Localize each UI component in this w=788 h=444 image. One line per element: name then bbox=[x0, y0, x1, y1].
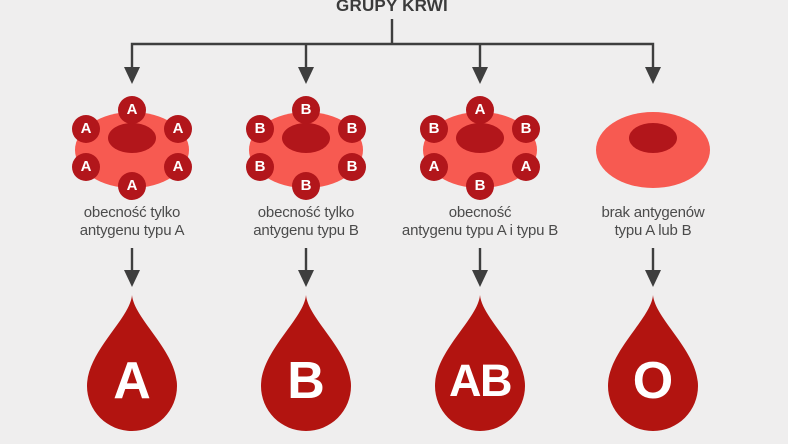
group-description: obecność tylko antygenu typu B bbox=[211, 204, 401, 240]
antigen-badge: B bbox=[246, 153, 274, 181]
group-description: obecność antygenu typu A i typu B bbox=[385, 204, 575, 240]
page-title: GRUPY KRWI bbox=[336, 0, 448, 15]
antigen-badge: A bbox=[466, 96, 494, 124]
cell-core bbox=[456, 123, 504, 153]
antigen-badge: B bbox=[420, 115, 448, 143]
blood-drop-icon: AB bbox=[430, 293, 530, 433]
group-description: brak antygenów typu A lub B bbox=[558, 204, 748, 240]
description-line: typu A lub B bbox=[614, 222, 692, 239]
description-line: antygenu typu A bbox=[79, 222, 185, 239]
description-line: obecność tylko bbox=[257, 204, 355, 221]
blood-group-column-o: brak antygenów typu A lub B O bbox=[566, 0, 740, 444]
blood-type-letter: AB bbox=[449, 355, 513, 406]
antigen-badge: A bbox=[72, 115, 100, 143]
antigen-badge: B bbox=[466, 172, 494, 200]
red-blood-cell-ab-icon: A B B A A B bbox=[393, 0, 567, 230]
antigen-badge: B bbox=[512, 115, 540, 143]
antigen-badge: B bbox=[338, 153, 366, 181]
antigen-badge: A bbox=[164, 115, 192, 143]
antigen-badge: B bbox=[338, 115, 366, 143]
blood-type-letter: A bbox=[113, 352, 151, 410]
drop-shape bbox=[261, 295, 351, 431]
group-description: obecność tylko antygenu typu A bbox=[37, 204, 227, 240]
description-line: brak antygenów bbox=[601, 204, 705, 221]
red-blood-cell-o-icon bbox=[566, 0, 740, 230]
cell-core bbox=[108, 123, 156, 153]
blood-type-letter: B bbox=[287, 352, 325, 410]
description-line: antygenu typu A i typu B bbox=[401, 222, 559, 239]
drop-shape bbox=[608, 295, 698, 431]
antigen-badge: B bbox=[246, 115, 274, 143]
cell-core bbox=[629, 123, 677, 153]
antigen-badge: A bbox=[118, 96, 146, 124]
antigen-badge: A bbox=[118, 172, 146, 200]
description-line: antygenu typu B bbox=[253, 222, 359, 239]
blood-type-letter: O bbox=[632, 352, 674, 410]
antigen-badge: A bbox=[420, 153, 448, 181]
description-line: obecność tylko bbox=[83, 204, 181, 221]
antigen-badge: A bbox=[72, 153, 100, 181]
antigen-badge: B bbox=[292, 96, 320, 124]
blood-drop-icon: O bbox=[603, 293, 703, 433]
blood-group-column-b: B B B B B B obecność tylko antygenu typu… bbox=[219, 0, 393, 444]
antigen-badge: A bbox=[512, 153, 540, 181]
red-blood-cell-b-icon: B B B B B B bbox=[219, 0, 393, 230]
drop-shape bbox=[435, 295, 525, 431]
antigen-badge: A bbox=[164, 153, 192, 181]
description-line: obecność bbox=[448, 204, 512, 221]
drop-shape bbox=[87, 295, 177, 431]
antigen-badge: B bbox=[292, 172, 320, 200]
blood-group-column-ab: A B B A A B obecność antygenu typu A i t… bbox=[393, 0, 567, 444]
blood-drop-icon: A bbox=[82, 293, 182, 433]
blood-group-column-a: A A A A A A obecność tylko antygenu typu… bbox=[45, 0, 219, 444]
cell-core bbox=[282, 123, 330, 153]
red-blood-cell-a-icon: A A A A A A bbox=[45, 0, 219, 230]
blood-drop-icon: B bbox=[256, 293, 356, 433]
